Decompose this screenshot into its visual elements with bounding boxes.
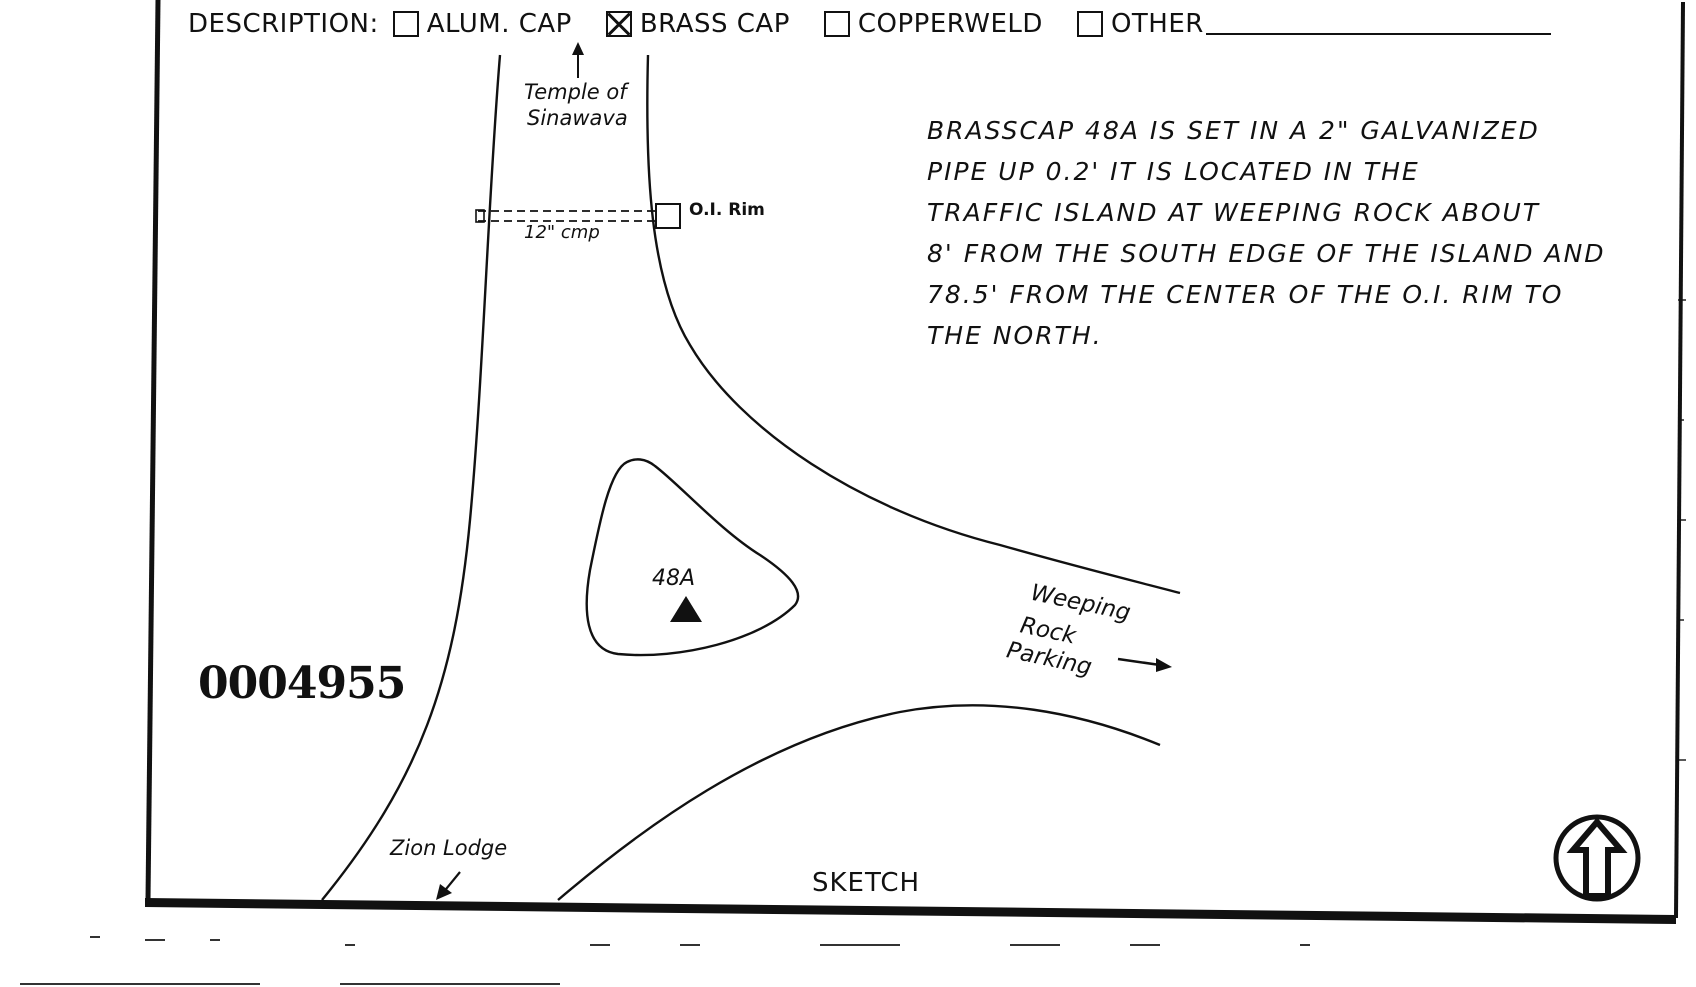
copperweld-checkbox[interactable] [823,11,850,37]
benchmark-triangle-icon [670,596,702,622]
option-copperweld[interactable]: COPPERWELD [823,9,1043,39]
temple-arrow-head [572,42,584,55]
benchmark-note: Brasscap 48A is set in a 2" Galvanized P… [927,110,1667,356]
option-other[interactable]: OTHER [1076,9,1551,39]
road-right-upper-edge [646,54,1181,595]
frame-bottom-edge [145,898,1676,924]
option-brass-cap[interactable]: BRASS CAP [605,9,790,39]
temple-label-line2: Sinawava [527,106,628,130]
alum-cap-checkbox[interactable] [392,11,419,37]
scan-artifacts [20,936,1310,985]
brass-cap-checkbox[interactable] [605,11,632,37]
brass-cap-label: BRASS CAP [639,9,790,39]
other-fill-line[interactable] [1205,13,1551,35]
description-row: DESCRIPTION: ALUM. CAP BRASS CAP COPPERW… [188,0,1551,48]
oi-rim-box [655,203,681,229]
note-line: Pipe up 0.2' It is located in the [927,157,1420,186]
lodge-arrow-head [436,884,452,900]
note-line: 78.5' From the center of the O.I. Rim to [927,280,1564,309]
weeping-arrow-shaft [1117,657,1161,667]
note-line: 8' From the South Edge of the Island and [927,239,1606,268]
other-checkbox[interactable] [1076,11,1103,37]
other-label: OTHER [1110,9,1204,39]
frame-right-edge [1674,1,1685,919]
temple-label-line1: Temple of [524,80,627,104]
copperweld-label: COPPERWELD [857,9,1043,39]
note-line: the North. [927,321,1103,350]
option-alum-cap[interactable]: ALUM. CAP [392,9,572,39]
note-line: Traffic Island at Weeping Rock about [927,198,1541,227]
north-arrow-icon [1553,814,1641,902]
right-edge-noise [1678,299,1686,761]
description-label: DESCRIPTION: [188,9,379,39]
culvert-end-left [475,209,485,223]
note-line: Brasscap 48A is set in a 2" Galvanized [927,116,1540,145]
road-left-edge [321,54,502,901]
alum-cap-label: ALUM. CAP [426,9,572,39]
sketch-title: SKETCH [812,868,921,898]
traffic-island [585,458,800,657]
frame-left-edge [145,0,161,901]
record-number: 0004955 [198,658,406,709]
road-right-lower-edge [557,704,1161,901]
weeping-arrow-head [1156,658,1172,672]
zion-lodge-label: Zion Lodge [390,836,508,860]
culvert-label: 12" cmp [524,222,600,243]
oi-rim-label: O.I. Rim [689,200,765,220]
benchmark-label: 48A [652,566,696,591]
